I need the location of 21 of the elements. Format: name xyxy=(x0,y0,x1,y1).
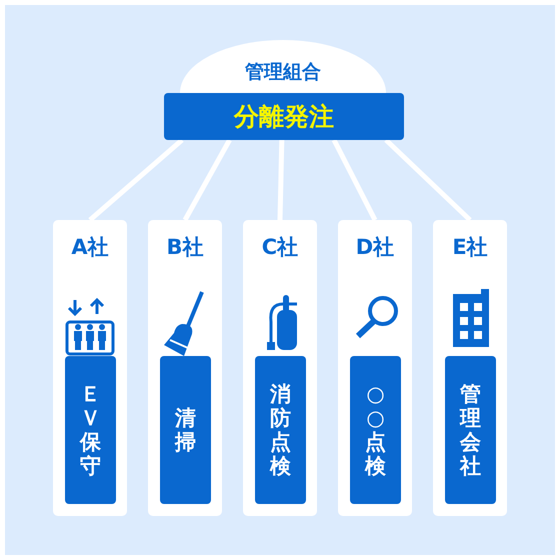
connector-line xyxy=(278,140,284,220)
company-card xyxy=(53,220,127,516)
company-card xyxy=(148,220,222,516)
company-card xyxy=(433,220,507,516)
connector-line xyxy=(182,138,232,222)
connector-line xyxy=(384,138,472,222)
company-name: A社 xyxy=(70,234,110,260)
company-name: D社 xyxy=(354,234,396,260)
group-label: 管理組合 xyxy=(244,60,322,84)
connector-line xyxy=(332,138,378,222)
task-bar: 管理会社 xyxy=(445,356,496,504)
title-banner: 分離発注 xyxy=(164,93,404,140)
company-name: B社 xyxy=(165,234,204,260)
connector-line xyxy=(88,138,184,222)
company-name: E社 xyxy=(451,234,489,260)
company-name: C社 xyxy=(260,234,300,260)
task-bar: ○○点検 xyxy=(350,356,401,504)
task-bar: ＥＶ保守 xyxy=(65,356,116,504)
company-card xyxy=(338,220,412,516)
company-card xyxy=(243,220,317,516)
task-bar: 消防点検 xyxy=(255,356,306,504)
